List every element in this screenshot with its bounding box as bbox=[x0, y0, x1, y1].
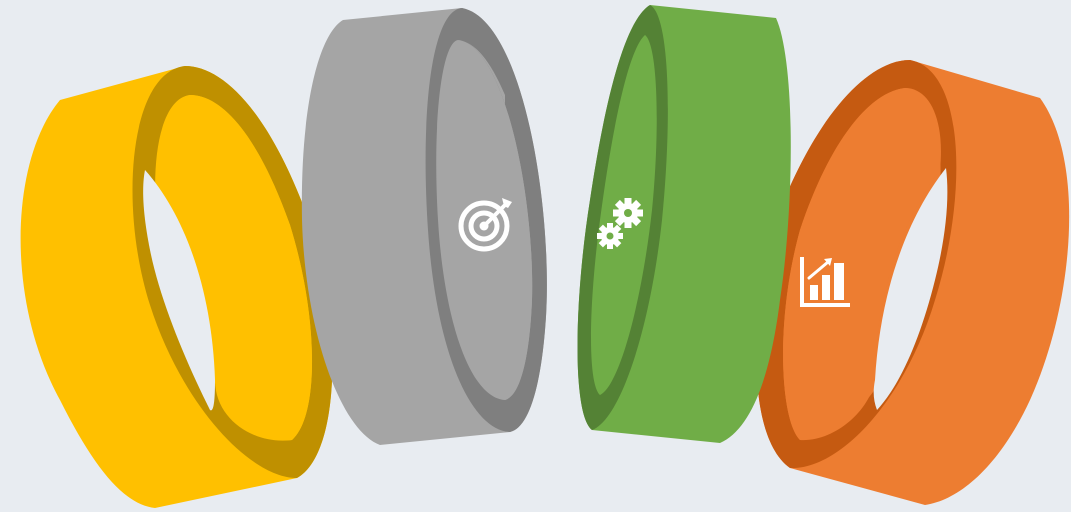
ring-gray bbox=[302, 8, 547, 445]
